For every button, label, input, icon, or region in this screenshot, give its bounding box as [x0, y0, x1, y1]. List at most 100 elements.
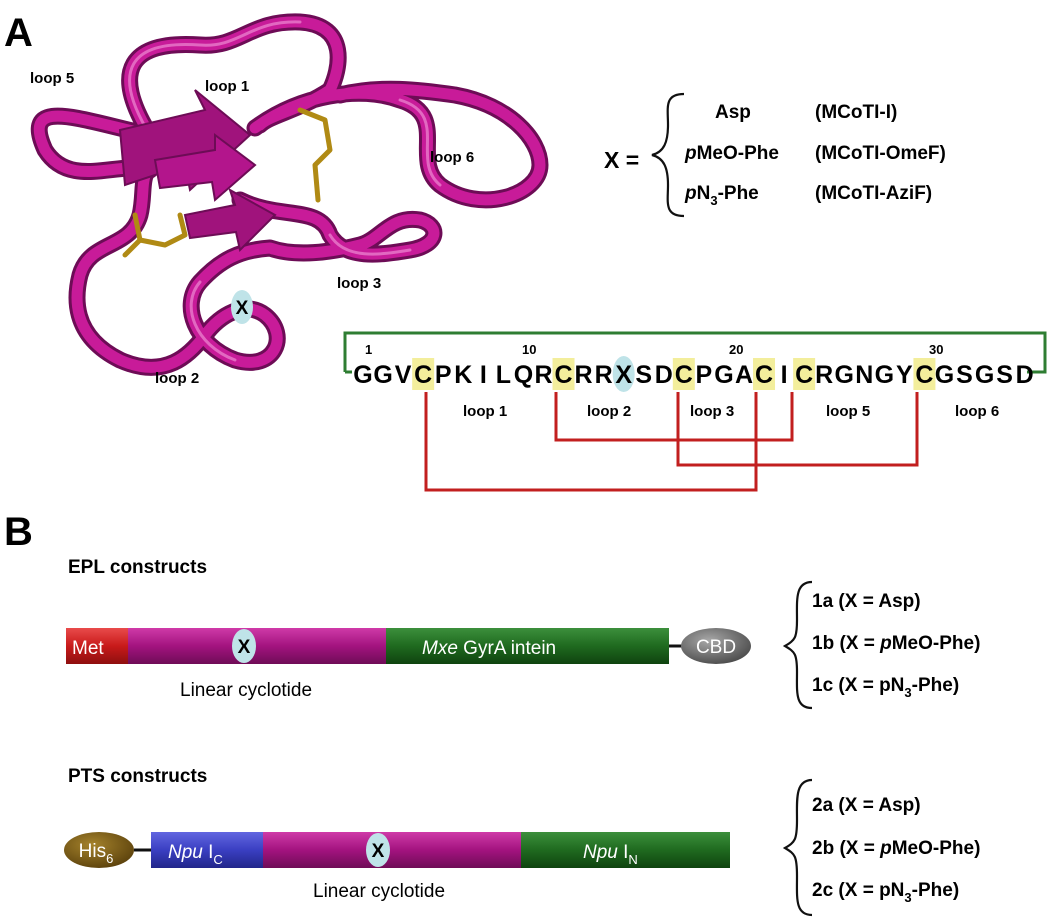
sequence-residue: C: [414, 361, 432, 389]
sequence-residue: G: [975, 361, 994, 389]
sequence-residue: I: [781, 361, 788, 389]
x-row-3: pN3-Phe: [684, 183, 759, 208]
sequence-residue: S: [996, 361, 1013, 389]
sequence-residue: C: [755, 361, 773, 389]
his-tag: [64, 832, 134, 868]
sequence-residue: R: [534, 361, 552, 389]
pts-item-2a: 2a (X = Asp): [812, 795, 921, 816]
seq-loop6-label: loop 6: [955, 403, 999, 420]
cyclotide-3d-structure: X loop 5 loop 1 loop 6 loop 3 loop 2: [30, 13, 549, 387]
epl-x-label: X: [238, 637, 251, 658]
pts-item-2c: 2c (X = pN3-Phe): [812, 880, 959, 905]
epl-caption: Linear cyclotide: [180, 680, 312, 701]
cbd-label: CBD: [696, 637, 736, 658]
sequence-residue: P: [696, 361, 713, 389]
sequence-residue: S: [956, 361, 973, 389]
pts-brace: [782, 778, 813, 917]
sequence-residue: G: [714, 361, 733, 389]
epl-brace: [782, 580, 813, 710]
epl-cyclotide-segment: [128, 628, 386, 664]
mxe-intein-label: Mxe GyrA intein: [422, 638, 556, 659]
x-site-label: X: [236, 298, 249, 319]
seq-number-1: 1: [365, 342, 372, 357]
epl-constructs: EPL constructs Met X Mxe GyrA intein CBD…: [66, 557, 980, 710]
seq-loop2-label: loop 2: [587, 403, 631, 420]
pts-item-2b: 2b (X = pMeO-Phe): [812, 838, 980, 859]
pts-x-label: X: [372, 841, 385, 862]
cysteine-highlight: [552, 358, 575, 390]
structure-loop6-label: loop 6: [430, 149, 474, 166]
npu-in-segment: [521, 832, 730, 868]
cysteine-highlight: [793, 358, 816, 390]
sequence-residue: D: [1016, 361, 1034, 389]
sequence-residue: G: [373, 361, 392, 389]
pts-constructs: PTS constructs His6 Npu IC X Npu IN Line…: [64, 766, 980, 917]
epl-item-1a: 1a (X = Asp): [812, 591, 921, 612]
epl-x-marker: [232, 629, 256, 663]
sequence-residue: S: [635, 361, 652, 389]
sequence-residue: R: [575, 361, 593, 389]
epl-title: EPL constructs: [68, 557, 207, 578]
sequence-residue: R: [815, 361, 833, 389]
sequence-residue: G: [875, 361, 894, 389]
met-segment: [66, 628, 128, 664]
structure-loop2-label: loop 2: [155, 370, 199, 387]
mxe-intein-segment: [386, 628, 669, 664]
cysteine-highlight: [753, 358, 776, 390]
sequence-residue: D: [655, 361, 673, 389]
x-row-1-construct: (MCoTI-I): [815, 102, 897, 123]
seq-loop5-label: loop 5: [826, 403, 870, 420]
sequence-residue: A: [735, 361, 753, 389]
pts-cyclotide-segment: [263, 832, 521, 868]
cysteine-highlight: [672, 358, 695, 390]
structure-loop1-label: loop 1: [205, 78, 249, 95]
epl-item-1c: 1c (X = pN3-Phe): [812, 675, 959, 700]
sequence-residue: Y: [896, 361, 913, 389]
x-site-marker: [231, 290, 253, 324]
met-label: Met: [72, 638, 104, 659]
sequence-residue: P: [435, 361, 452, 389]
panel-a-label: A: [4, 11, 33, 55]
disulfide-bonds: [424, 392, 919, 492]
x-definition-prefix: X =: [604, 147, 639, 173]
sequence-residue: C: [675, 361, 693, 389]
sequence-residue: N: [855, 361, 873, 389]
sequence-residue: L: [496, 361, 511, 389]
x-row-2: pMeO-Phe: [684, 143, 779, 164]
sequence-residue: C: [554, 361, 572, 389]
x-definition-brace: [651, 92, 685, 218]
sequence-residue: G: [353, 361, 372, 389]
npu-ic-segment: [151, 832, 263, 868]
sequence-residue: Q: [514, 361, 533, 389]
seq-number-30: 30: [929, 342, 943, 357]
sequence-residue: I: [480, 361, 487, 389]
sequence-residue: C: [915, 361, 933, 389]
sequence-residue: G: [935, 361, 954, 389]
x-row-1: Asp: [715, 102, 751, 123]
seq-loop1-label: loop 1: [463, 403, 507, 420]
cbd-domain: [681, 628, 751, 664]
x-definition: X = Asp (MCoTI-I) pMeO-Phe (MCoTI-OmeF) …: [604, 92, 946, 218]
disulfide-c17-c29: [676, 392, 919, 467]
panel-b-label: B: [4, 510, 33, 554]
sequence-residue: V: [395, 361, 412, 389]
structure-loop5-label: loop 5: [30, 70, 74, 87]
pts-caption: Linear cyclotide: [313, 881, 445, 902]
npu-in-label: Npu IN: [583, 842, 638, 867]
cysteine-highlight: [913, 358, 936, 390]
pts-x-marker: [366, 833, 390, 867]
x-row-2-construct: (MCoTI-OmeF): [815, 143, 946, 164]
seq-number-20: 20: [729, 342, 743, 357]
his-tag-label: His6: [79, 841, 114, 866]
disulfide-c11-c23: [554, 392, 794, 442]
sequence-residue: R: [595, 361, 613, 389]
npu-ic-label: Npu IC: [168, 842, 223, 867]
seq-loop3-label: loop 3: [690, 403, 734, 420]
sequence-residue: X: [615, 361, 632, 389]
cysteine-highlight: [412, 358, 435, 390]
sequence-residue: C: [795, 361, 813, 389]
x-residue-highlight: [612, 356, 635, 392]
sequence-residue: G: [834, 361, 853, 389]
x-row-3-construct: (MCoTI-AziF): [815, 183, 932, 204]
